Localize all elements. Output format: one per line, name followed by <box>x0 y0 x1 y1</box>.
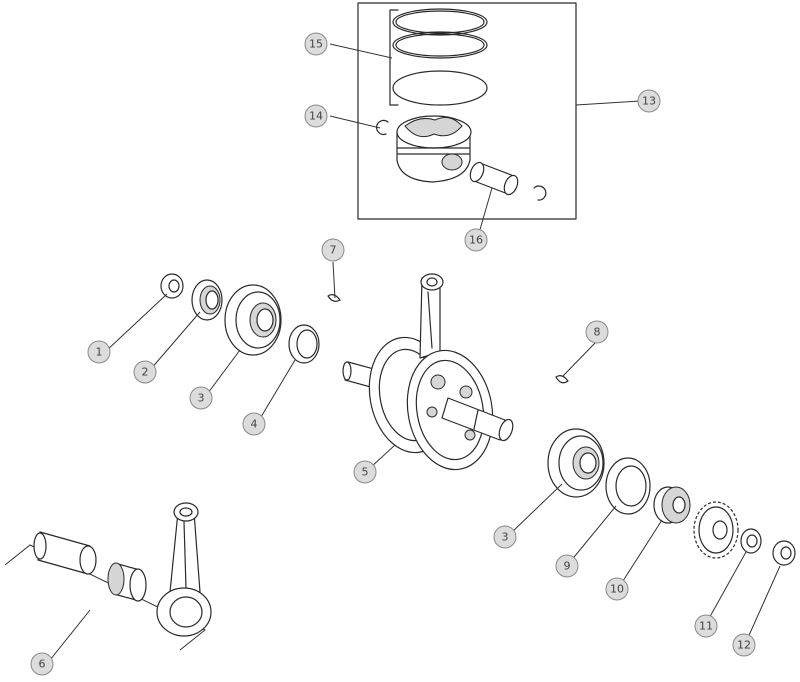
callout-14: 14 <box>304 104 328 128</box>
oil-seal <box>191 279 223 321</box>
svg-text:2: 2 <box>142 366 149 379</box>
crankshaft <box>342 273 514 471</box>
callout-3-right: 3 <box>493 525 517 549</box>
svg-text:11: 11 <box>699 620 713 633</box>
piston <box>396 115 472 183</box>
callout-8: 8 <box>585 320 609 344</box>
nut-left <box>160 273 184 299</box>
svg-text:6: 6 <box>39 658 46 671</box>
conrod-kit <box>4 502 212 651</box>
main-bearing-left <box>224 284 282 356</box>
woodruff-key-left <box>327 294 341 302</box>
callout-4: 4 <box>242 412 266 436</box>
callout-2: 2 <box>133 360 157 384</box>
callout-3-left: 3 <box>189 386 213 410</box>
callout-7: 7 <box>321 238 345 262</box>
woodruff-key-right <box>555 375 569 384</box>
crank-pin <box>33 531 97 575</box>
main-bearing-right <box>547 428 605 498</box>
piston-group-frame <box>357 2 577 220</box>
svg-text:8: 8 <box>594 326 601 339</box>
callout-1: 1 <box>87 340 111 364</box>
circlip-left <box>376 119 389 136</box>
connecting-rod <box>156 502 212 637</box>
callout-6: 6 <box>30 652 54 676</box>
callout-10: 10 <box>605 577 629 601</box>
leader-lines <box>49 43 781 661</box>
svg-text:3: 3 <box>198 392 205 405</box>
svg-text:7: 7 <box>330 244 337 257</box>
needle-bearing <box>107 562 147 602</box>
gear <box>693 501 739 559</box>
piston-assembly <box>357 2 577 220</box>
svg-text:14: 14 <box>309 110 323 123</box>
svg-text:12: 12 <box>737 639 751 652</box>
callout-15: 15 <box>304 32 328 56</box>
thrust-washer <box>605 457 651 515</box>
svg-text:1: 1 <box>96 346 103 359</box>
callout-9: 9 <box>555 554 579 578</box>
callout-5: 5 <box>353 460 377 484</box>
wrist-pin <box>469 161 519 196</box>
washer-right <box>740 528 762 554</box>
svg-text:15: 15 <box>309 38 323 51</box>
bearing-spacer-ring <box>288 324 320 364</box>
svg-text:10: 10 <box>610 583 624 596</box>
piston-ring-set <box>389 8 488 106</box>
callout-11: 11 <box>694 614 718 638</box>
svg-text:13: 13 <box>642 95 656 108</box>
svg-text:5: 5 <box>362 466 369 479</box>
callout-16: 16 <box>464 228 488 252</box>
callout-12: 12 <box>732 633 756 657</box>
primary-drive-gear-hub <box>653 486 691 524</box>
callout-13: 13 <box>637 89 661 113</box>
nut-right <box>772 540 796 566</box>
circlip-right <box>533 185 547 201</box>
svg-text:9: 9 <box>564 560 571 573</box>
svg-text:4: 4 <box>251 418 258 431</box>
svg-text:16: 16 <box>469 234 483 247</box>
svg-text:3: 3 <box>502 531 509 544</box>
